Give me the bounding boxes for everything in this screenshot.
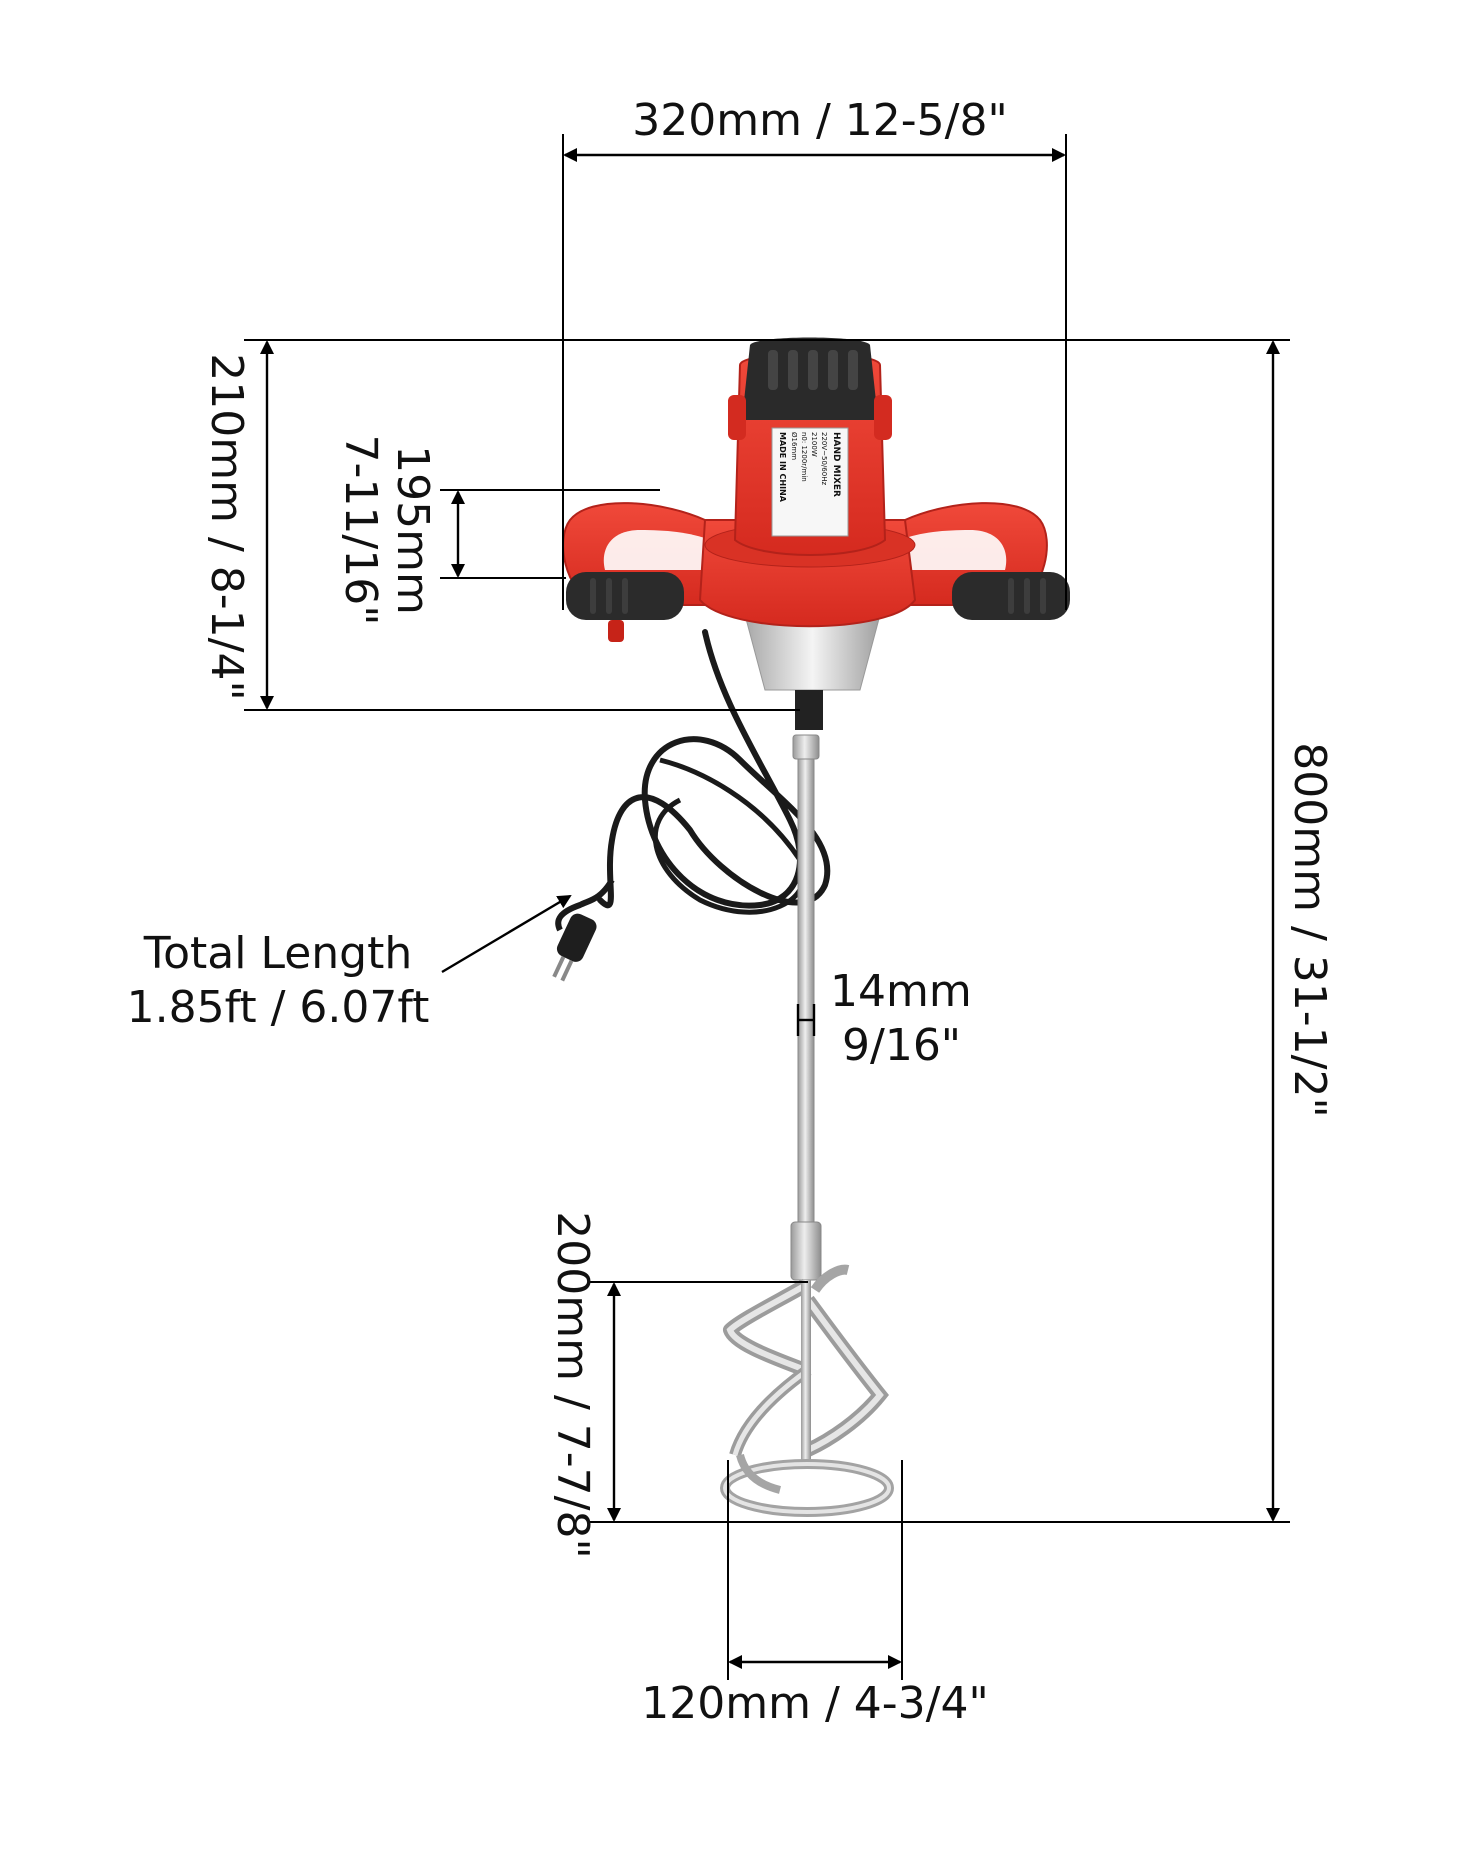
label-line6: MADE IN CHINA [778, 432, 787, 503]
cord-label-line1: Total Length [143, 928, 413, 979]
label-line3: 2100W [810, 432, 818, 457]
dimension-lines [244, 134, 1290, 1680]
mixing-paddle [720, 1264, 894, 1517]
grip-height-mm-label: 195mm [387, 445, 438, 615]
top-width-label: 320mm / 12-5/8" [632, 95, 1007, 146]
total-height-label: 800mm / 31-1/2" [1284, 742, 1335, 1117]
paddle-width-label: 120mm / 4-3/4" [641, 1678, 988, 1729]
grip-height-in-label: 7-11/16" [335, 435, 386, 626]
cord-label-arrow [441, 894, 572, 974]
shaft-diameter-mm-label: 14mm [830, 966, 972, 1017]
shaft-diameter-in-label: 9/16" [842, 1020, 961, 1071]
paddle-height-label: 200mm / 7-7/8" [547, 1211, 598, 1558]
power-cord-tail [555, 878, 615, 932]
mixer-shaft [797, 739, 815, 1241]
label-line5: Ø16mm [790, 432, 798, 460]
mixer-illustration: HAND MIXER 220V~50/60Hz 2100W n0: 1200r/… [552, 337, 1070, 1517]
dimension-labels: 320mm / 12-5/8" 210mm / 8-1/4" 195mm 7-1… [127, 95, 1335, 1729]
label-line1: HAND MIXER [831, 432, 841, 497]
shaft-coupling-top [792, 734, 820, 760]
shaft-coupling-bottom [790, 1221, 822, 1281]
head-height-label: 210mm / 8-1/4" [201, 353, 252, 700]
power-plug-icon [552, 913, 597, 982]
cord-label-line2: 1.85ft / 6.07ft [127, 982, 430, 1033]
label-plate [771, 427, 849, 537]
power-cord-loop [652, 757, 807, 915]
label-line2: 220V~50/60Hz [820, 432, 828, 485]
label-line4: n0: 1200r/min [800, 432, 808, 482]
power-switch [608, 620, 624, 642]
